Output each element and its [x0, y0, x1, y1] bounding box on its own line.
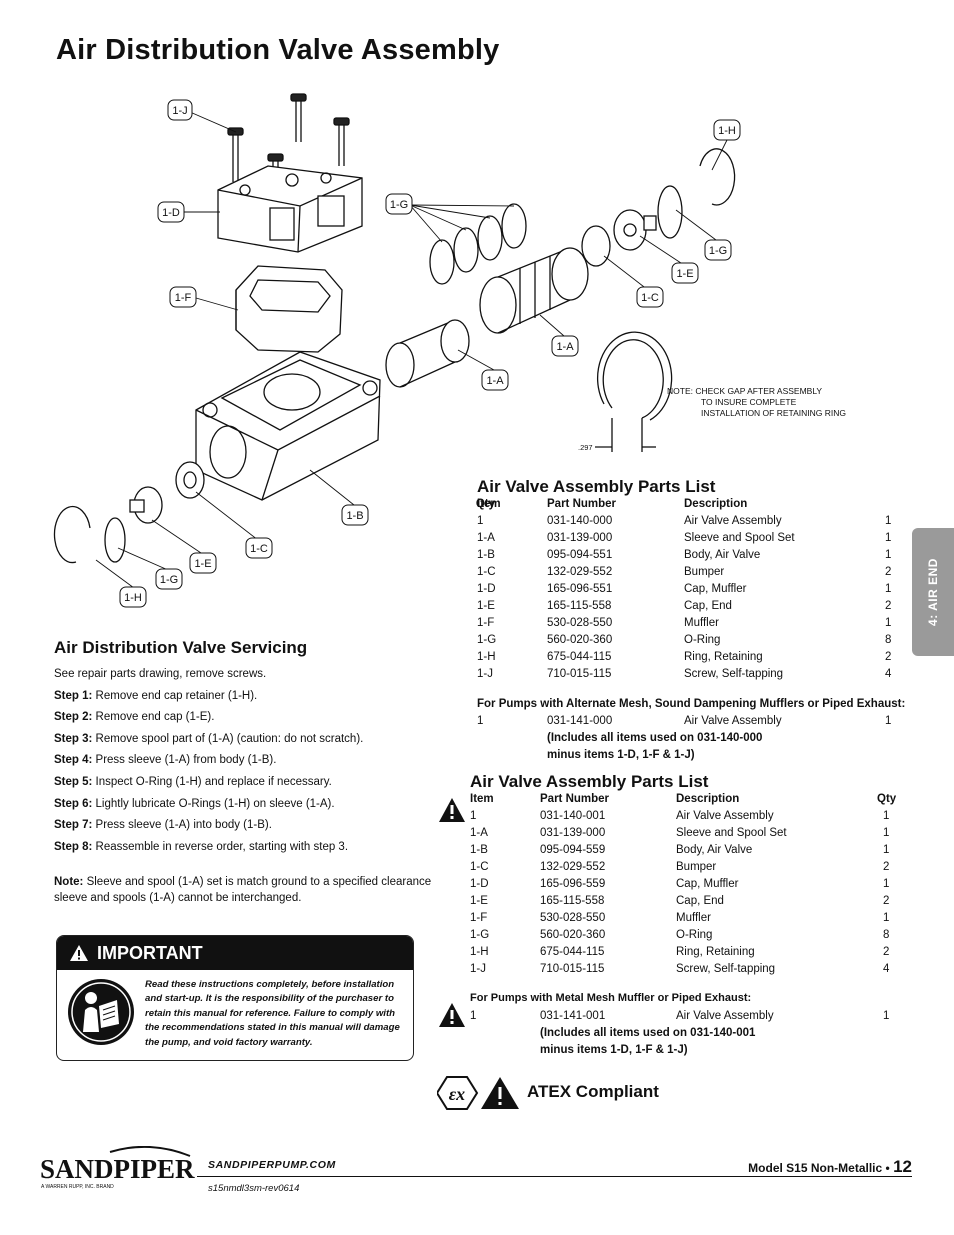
servicing-note: Note: Sleeve and spool (1-A) set is matc…	[54, 876, 432, 905]
important-heading: IMPORTANT	[97, 943, 203, 963]
callout-label: 1-H	[124, 592, 142, 604]
servicing-instructions: See repair parts drawing, remove screws.…	[54, 664, 439, 906]
servicing-step: Step 2: Remove end cap (1-E).	[54, 711, 215, 724]
retaining-ring-detail	[595, 331, 673, 452]
callout-1c-right: 1-C	[636, 286, 664, 308]
servicing-step: Step 3: Remove spool part of (1-A) (caut…	[54, 732, 364, 745]
callout-label: 1-H	[718, 125, 736, 137]
important-header: IMPORTANT	[57, 936, 413, 970]
servicing-step: Step 5: Inspect O-Ring (1-H) and replace…	[54, 775, 332, 788]
callout-label: 1-G	[160, 574, 178, 586]
warning-icon	[481, 1077, 519, 1109]
valve-body-1b	[195, 351, 381, 501]
spool-sleeve-1a	[385, 247, 589, 388]
callout-1f: 1-F	[169, 286, 197, 308]
callout-1e-right: 1-E	[671, 262, 699, 284]
callout-1d: 1-D	[157, 201, 185, 223]
muffler-1f	[235, 265, 343, 353]
svg-text:εx: εx	[449, 1084, 465, 1104]
callout-1g-left: 1-G	[155, 568, 183, 590]
model-page-info: Model S15 Non-Metallic • 12	[748, 1157, 912, 1177]
website-url[interactable]: SANDPIPERPUMP.COM	[208, 1159, 336, 1171]
callout-1b: 1-B	[341, 504, 369, 526]
read-manual-icon	[65, 976, 137, 1053]
parts-list-heading-1: Air Valve Assembly Parts List	[477, 477, 716, 496]
logo-subtitle: A WARREN RUPP, INC. BRAND	[41, 1184, 114, 1190]
servicing-step: Step 7: Press sleeve (1-A) into body (1-…	[54, 819, 272, 832]
callout-label: 1-F	[175, 292, 192, 304]
servicing-heading: Air Distribution Valve Servicing	[54, 638, 308, 657]
warning-icon	[438, 797, 466, 828]
callout-1h-left: 1-H	[119, 586, 147, 608]
model-name: Model S15 Non-Metallic •	[748, 1161, 890, 1175]
callout-label: 1-E	[676, 268, 693, 280]
parts-list-heading-2: Air Valve Assembly Parts List	[470, 772, 709, 791]
footer-divider	[197, 1176, 912, 1177]
muffler-cap-1d	[217, 165, 363, 253]
callout-1a-right: 1-A	[551, 335, 579, 357]
callout-label: 1-C	[641, 292, 659, 304]
atex-label: ATEX Compliant	[527, 1082, 659, 1101]
page-number: 12	[893, 1157, 912, 1176]
section-tab-label: 4: AIR END	[926, 558, 940, 626]
gap-note-line3: INSTALLATION OF RETAINING RING	[701, 408, 846, 418]
callout-label: 1-C	[250, 543, 268, 555]
gap-note-line2: TO INSURE COMPLETE	[701, 397, 797, 407]
gap-note-line1: NOTE: CHECK GAP AFTER ASSEMBLY	[667, 386, 822, 396]
callout-label: 1-D	[162, 207, 180, 219]
callout-1a-left: 1-A	[481, 369, 509, 391]
important-box: IMPORTANT Read these instructions comple…	[56, 935, 414, 1061]
callout-label: 1-B	[346, 510, 363, 522]
important-text: Read these instructions completely, befo…	[145, 979, 400, 1048]
atex-icons: εx	[435, 1075, 521, 1116]
servicing-step: Step 6: Lightly lubricate O-Rings (1-H) …	[54, 797, 335, 810]
servicing-intro: See repair parts drawing, remove screws.	[54, 668, 267, 680]
gap-dimension: .297	[578, 443, 593, 452]
callout-1g-right: 1-G	[704, 239, 732, 261]
logo-wordmark: SANDPIPER	[40, 1154, 195, 1184]
callout-1g-top: 1-G	[385, 193, 413, 215]
right-end-parts	[581, 148, 736, 267]
callout-1j-top: 1-J	[167, 99, 193, 121]
callout-label: 1-A	[556, 341, 574, 353]
ex-hexagon-icon: εx	[435, 1076, 479, 1110]
sandpiper-logo: SANDPIPER A WARREN RUPP, INC. BRAND	[40, 1145, 196, 1195]
section-tab: 4: AIR END	[912, 528, 954, 656]
callout-label: 1-G	[709, 245, 727, 257]
exploded-assembly-drawing: 1-J 1-H 1-D 1-G 1-F 1-G 1-E 1-C 1-A 1-A …	[53, 93, 846, 608]
callout-1e-left: 1-E	[189, 552, 217, 574]
left-end-parts	[53, 461, 205, 564]
servicing-step: Step 8: Reassemble in reverse order, sta…	[54, 840, 349, 853]
servicing-step: Step 4: Press sleeve (1-A) from body (1-…	[54, 754, 277, 767]
warning-icon	[69, 939, 89, 973]
callout-label: 1-A	[486, 375, 504, 387]
page-title: Air Distribution Valve Assembly	[56, 34, 500, 66]
document-revision: s15nmdl3sm-rev0614	[208, 1183, 300, 1194]
callout-label: 1-J	[172, 105, 187, 117]
callout-1c-left: 1-C	[245, 537, 273, 559]
o-rings-1g	[429, 203, 527, 285]
servicing-step: Step 1: Remove end cap retainer (1-H).	[54, 689, 258, 702]
callout-1h-top: 1-H	[713, 119, 741, 141]
callout-label: 1-E	[194, 558, 211, 570]
callout-label: 1-G	[390, 199, 408, 211]
warning-icon	[438, 1002, 466, 1033]
